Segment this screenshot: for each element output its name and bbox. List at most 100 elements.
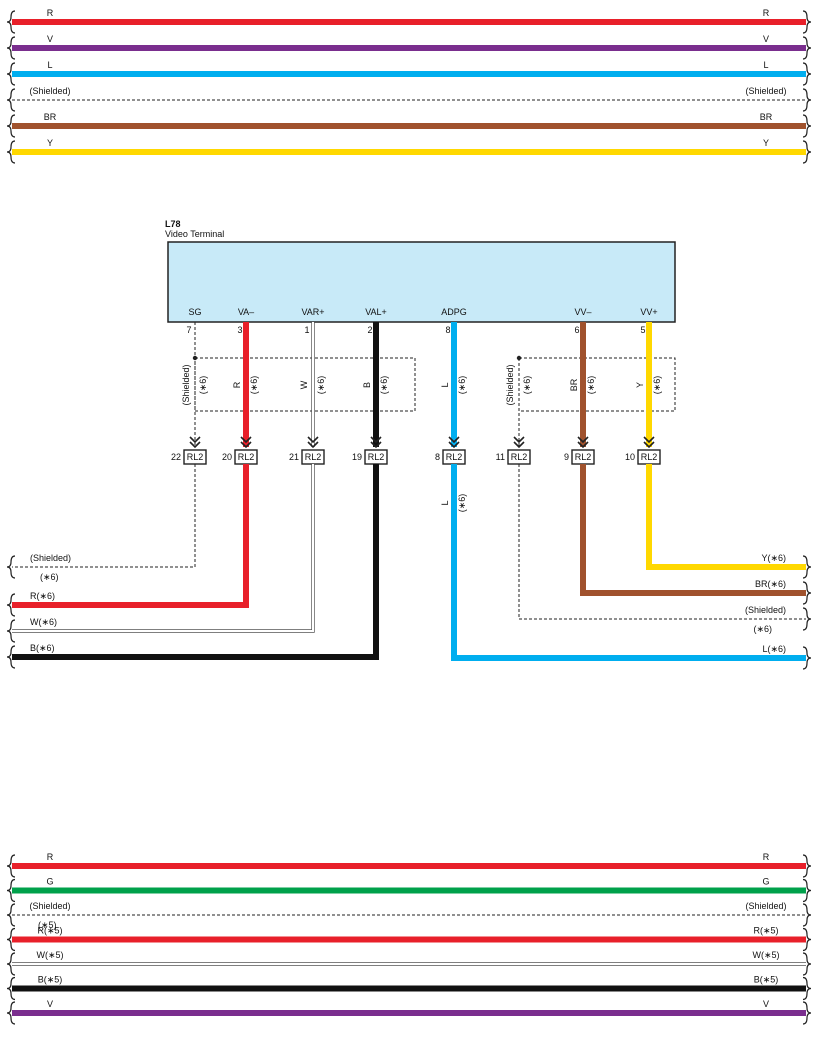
connector-chevron <box>240 441 252 449</box>
connector-name: RL2 <box>641 452 658 462</box>
bottom_bus-label-right: G <box>762 877 769 887</box>
right-output-brace <box>802 646 812 670</box>
pin-signal: VAR+ <box>301 307 324 317</box>
bottom_bus-right-brace <box>802 952 812 976</box>
left-output-wire <box>12 464 196 568</box>
pin-wire-note: (∗6) <box>522 376 532 395</box>
connector-chevron <box>448 441 460 449</box>
pin-wire-note: (∗6) <box>249 376 259 395</box>
pin-wire-label: BR <box>569 378 579 391</box>
connector-chevron <box>577 441 589 449</box>
right-output-label: (Shielded) <box>745 605 786 615</box>
shield-box-left <box>194 357 416 412</box>
left-output-wire <box>12 464 249 608</box>
top_bus-label-left: Y <box>47 138 53 148</box>
bottom_bus-label-left: B(∗5) <box>38 975 63 985</box>
connector-pin-number: 10 <box>625 452 635 462</box>
right-output-wire <box>451 464 806 661</box>
top_bus-right-brace <box>802 114 812 138</box>
adpg-wire-note: (∗6) <box>457 494 467 513</box>
connector-chevron <box>513 436 525 444</box>
bottom_bus-label-right: V <box>763 999 769 1009</box>
top_bus-label-left: R <box>47 8 54 18</box>
connector-chevron <box>643 441 655 449</box>
connector-name: RL2 <box>238 452 255 462</box>
top_bus-label-left: V <box>47 34 53 44</box>
right-output-wire <box>518 464 806 620</box>
bottom_bus-left-brace <box>6 878 16 903</box>
connector-name: RL2 <box>187 452 204 462</box>
right-output-label: BR(∗6) <box>755 579 786 589</box>
adpg-wire-label: L <box>440 500 450 505</box>
top_bus-label-right: Y <box>763 138 769 148</box>
connector-pin-number: 20 <box>222 452 232 462</box>
bottom_bus-note: (∗5) <box>38 920 57 930</box>
bottom_bus-right-brace <box>802 903 812 927</box>
top_bus-right-brace <box>802 140 812 164</box>
bottom_bus-label-right: B(∗5) <box>754 975 779 985</box>
connector-pin-number: 8 <box>435 452 440 462</box>
connector-pin-number: 19 <box>352 452 362 462</box>
connector-name: RL2 <box>511 452 528 462</box>
pin-signal: VV+ <box>640 307 657 317</box>
left-output-wire <box>12 464 379 660</box>
top_bus-label-left: L <box>47 60 52 70</box>
pin-wire-label: Y <box>635 382 645 388</box>
right-output-brace <box>802 581 812 605</box>
right-output-brace <box>802 607 812 631</box>
top_bus-left-brace <box>6 36 16 60</box>
bottom_bus-label-right: R <box>763 852 770 862</box>
bottom_bus-right-brace <box>802 854 812 878</box>
bottom_bus-right-brace <box>802 927 812 952</box>
component-id: L78 <box>165 219 181 229</box>
top_bus-label-left: BR <box>44 112 57 122</box>
left-output-brace <box>6 555 16 579</box>
left-output-wire <box>12 464 314 632</box>
bottom_bus-right-brace <box>802 878 812 903</box>
connector-pin-number: 21 <box>289 452 299 462</box>
pin-signal: VV– <box>574 307 591 317</box>
pin-wire-label: R <box>232 381 242 388</box>
top_bus-label-right: V <box>763 34 769 44</box>
bottom_bus-label-right: R(∗5) <box>753 926 778 936</box>
right-output-brace <box>802 555 812 579</box>
left-output-brace <box>6 645 16 669</box>
left-output-note: (∗6) <box>40 572 59 582</box>
top_bus-right-brace <box>802 62 812 86</box>
top_bus-label-right: BR <box>760 112 773 122</box>
pin-wire-label: (Shielded) <box>181 364 191 405</box>
left-output-label: (Shielded) <box>30 553 71 563</box>
pin-signal: SG <box>188 307 201 317</box>
pin-wire-note: (∗6) <box>198 376 208 395</box>
bottom_bus-left-brace <box>6 952 16 976</box>
connector-chevron <box>577 436 589 444</box>
right-output-wire <box>646 464 806 570</box>
right-output-wire <box>580 464 806 596</box>
connector-name: RL2 <box>446 452 463 462</box>
top_bus-right-brace <box>802 10 812 34</box>
top_bus-left-brace <box>6 88 16 112</box>
left-output-label: W(∗6) <box>30 617 57 627</box>
top_bus-left-brace <box>6 62 16 86</box>
pin-signal: VAL+ <box>365 307 387 317</box>
bottom_bus-right-brace <box>802 976 812 1001</box>
top_bus-label-right: (Shielded) <box>745 86 786 96</box>
bottom_bus-label-left: G <box>46 877 53 887</box>
pin-number: 1 <box>304 325 309 335</box>
connector-chevron <box>189 436 201 444</box>
pin-wire-label: L <box>440 382 450 387</box>
pin-wire-note: (∗6) <box>379 376 389 395</box>
pin-signal: ADPG <box>441 307 467 317</box>
pin-number: 3 <box>237 325 242 335</box>
right-output-label: Y(∗6) <box>761 553 786 563</box>
top_bus-right-brace <box>802 88 812 112</box>
right-output-label: L(∗6) <box>762 644 786 654</box>
connector-chevron <box>189 441 201 449</box>
top_bus-right-brace <box>802 36 812 60</box>
left-output-brace <box>6 619 16 643</box>
top_bus-left-brace <box>6 10 16 34</box>
top_bus-left-brace <box>6 114 16 138</box>
connector-pin-number: 11 <box>496 452 505 462</box>
pin-wire-note: (∗6) <box>586 376 596 395</box>
